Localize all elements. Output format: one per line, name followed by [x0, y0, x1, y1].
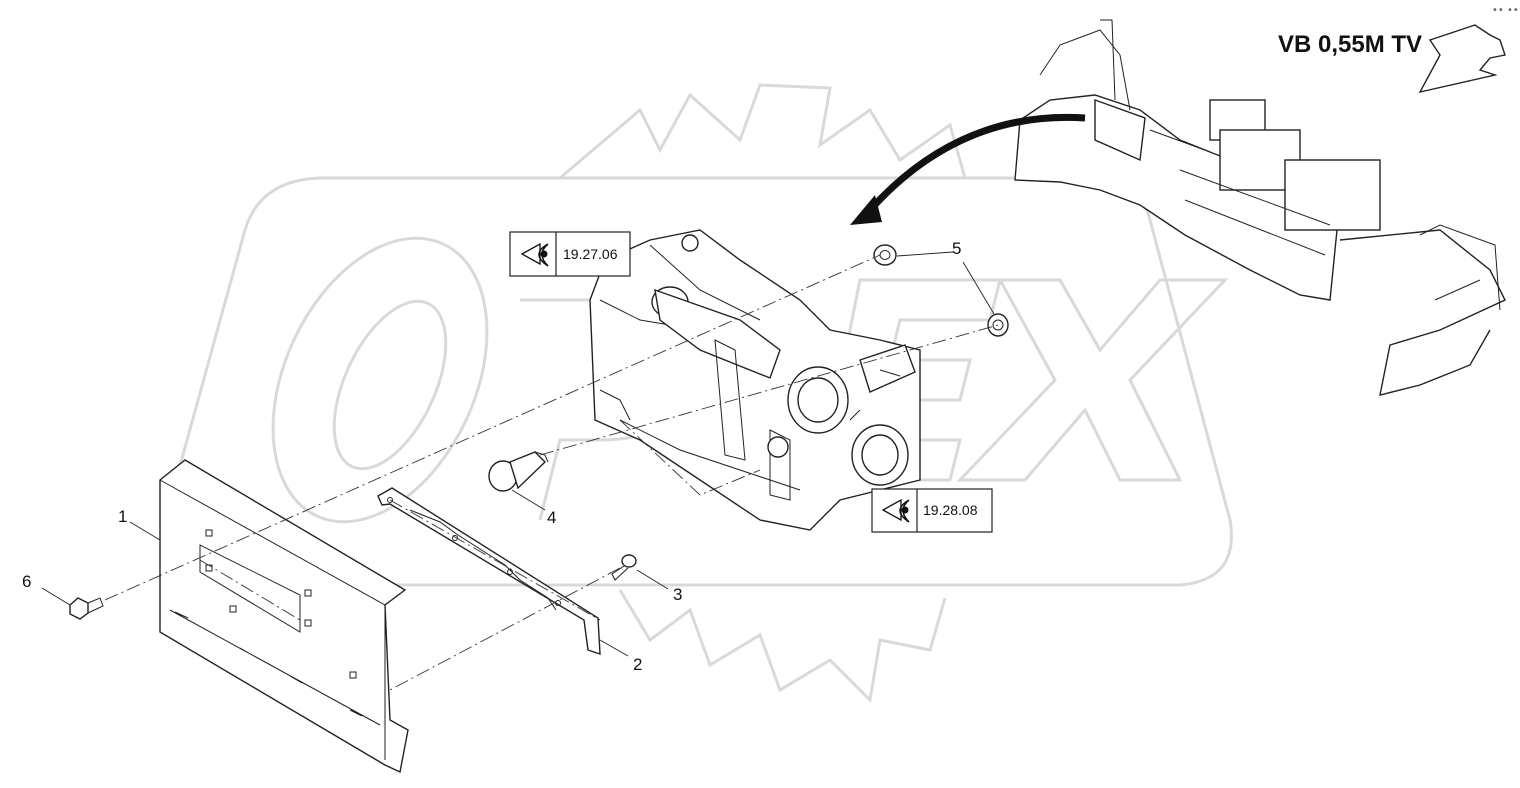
reference-code: 19.27.06	[563, 246, 618, 262]
eye-view-icon	[881, 498, 910, 523]
bolt-3	[611, 554, 637, 581]
callout-6: 6	[22, 572, 31, 591]
highlight-section	[1094, 99, 1146, 162]
callout-1: 1	[118, 507, 127, 526]
eye-view-icon	[520, 242, 549, 267]
callout-4: 4	[547, 508, 556, 527]
corner-dots: •• •••	[1492, 5, 1520, 16]
reference-code: 19.28.08	[923, 502, 978, 518]
nut-5-upper	[873, 244, 897, 266]
main-block-assembly	[589, 229, 921, 531]
callout-3: 3	[673, 585, 682, 604]
callout-5: 5	[952, 239, 961, 258]
callout-2: 2	[633, 655, 642, 674]
direction-arrow-icon	[1418, 24, 1506, 94]
reference-box-19-27-06[interactable]: 19.27.06	[509, 231, 631, 277]
reference-box-19-28-08[interactable]: 19.28.08	[871, 488, 993, 533]
bolt-6	[69, 597, 104, 620]
assembly-lines	[104, 254, 999, 691]
machine-overview	[1014, 19, 1506, 396]
callout-leaders	[41, 251, 995, 657]
pin-4	[488, 451, 549, 492]
model-label-group: VB 0,55M TV •• •••	[1278, 5, 1520, 94]
nut-5-lower	[987, 313, 1009, 337]
curved-arrow	[850, 113, 1086, 225]
model-label: VB 0,55M TV	[1278, 31, 1422, 58]
cover-plate	[159, 459, 409, 774]
mounting-strip	[377, 487, 601, 655]
